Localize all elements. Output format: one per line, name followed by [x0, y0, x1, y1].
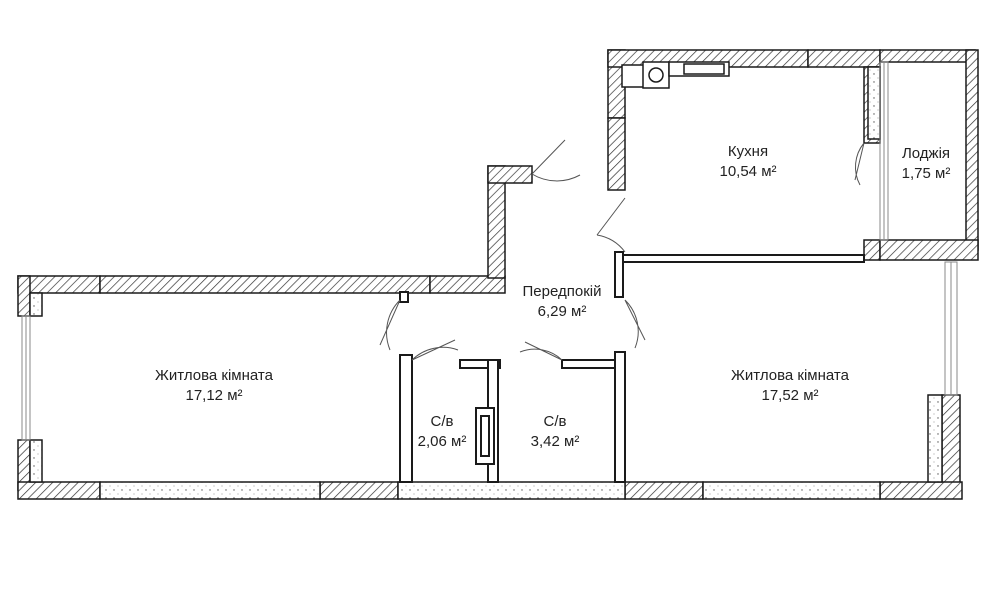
room-living-right-area: 17,52 м²: [761, 387, 818, 404]
room-living-right: Житлова кімната 17,52 м²: [731, 367, 850, 404]
room-kitchen-name: Кухня: [728, 143, 768, 160]
room-bath-small-area: 2,06 м²: [418, 433, 467, 450]
room-bath-large: С/в 3,42 м²: [531, 413, 580, 450]
outer-insulation: [29, 66, 943, 500]
room-bath-small-name: С/в: [431, 413, 454, 430]
room-loggia-name: Лоджія: [902, 145, 950, 162]
room-loggia-area: 1,75 м²: [902, 165, 951, 182]
kitchen-appliances: [621, 61, 730, 89]
room-hallway-name: Передпокій: [523, 283, 602, 300]
room-loggia: Лоджія 1,75 м²: [902, 145, 951, 182]
bath-fixture: [475, 407, 495, 465]
room-kitchen: Кухня 10,54 м²: [719, 143, 776, 180]
room-hallway-area: 6,29 м²: [538, 303, 587, 320]
doors: [379, 139, 865, 361]
room-bath-large-name: С/в: [544, 413, 567, 430]
room-living-left-area: 17,12 м²: [185, 387, 242, 404]
windows: [21, 61, 958, 441]
room-living-right-name: Житлова кімната: [731, 367, 850, 384]
room-kitchen-area: 10,54 м²: [719, 163, 776, 180]
structural-walls: [17, 49, 979, 500]
room-living-left-name: Житлова кімната: [155, 367, 274, 384]
room-bath-large-area: 3,42 м²: [531, 433, 580, 450]
room-living-left: Житлова кімната 17,12 м²: [155, 367, 274, 404]
room-hallway: Передпокій 6,29 м²: [523, 283, 602, 320]
room-bath-small: С/в 2,06 м²: [418, 413, 467, 450]
partitions: [399, 251, 865, 483]
